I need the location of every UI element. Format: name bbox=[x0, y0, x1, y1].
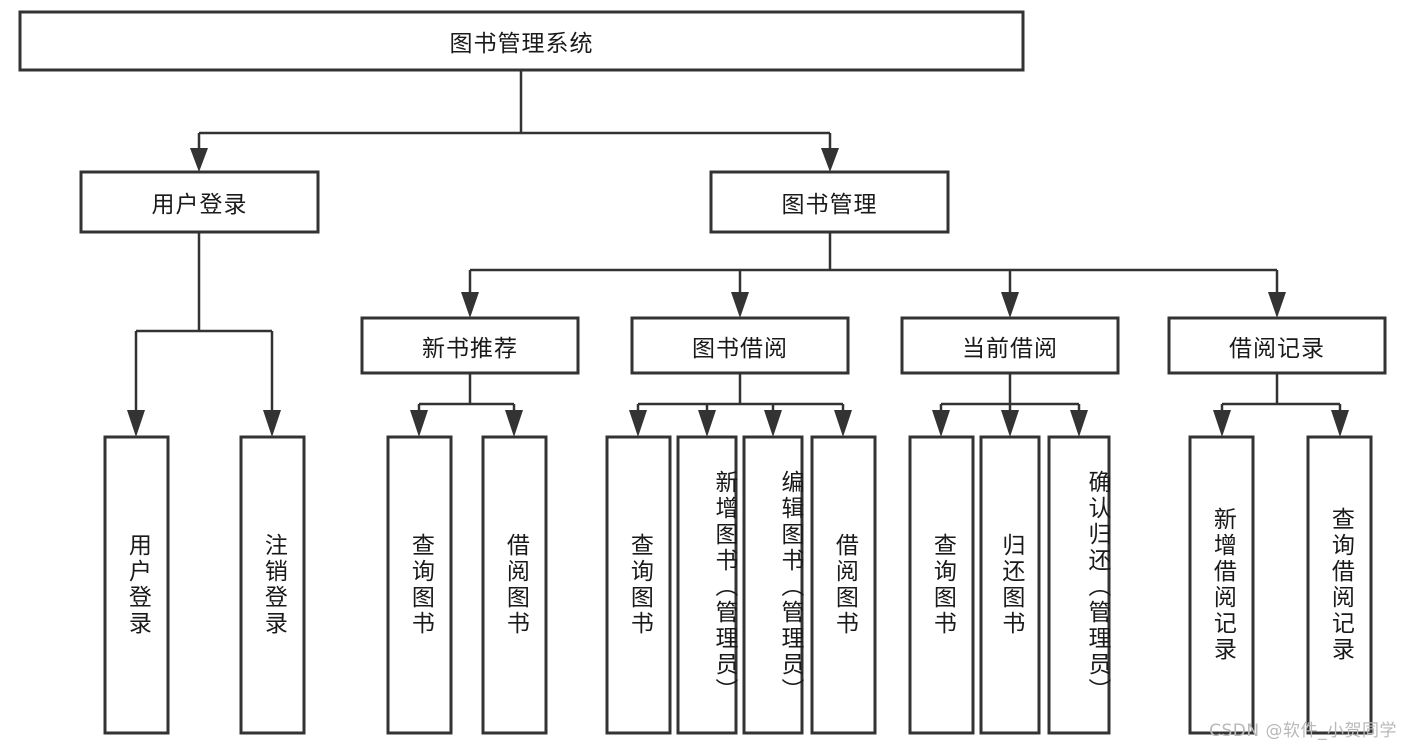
node-leaf-user-login[interactable] bbox=[103, 435, 170, 735]
arrow-to-leaf-query-record bbox=[1331, 410, 1349, 437]
node-user-login[interactable] bbox=[79, 170, 320, 234]
arrow-to-current-borrow bbox=[1001, 292, 1019, 318]
node-current-borrow[interactable] bbox=[900, 316, 1120, 375]
arrow-to-leaf-query-book-3 bbox=[932, 410, 950, 437]
node-leaf-logout-login[interactable] bbox=[239, 435, 306, 735]
node-leaf-query-book-1[interactable] bbox=[386, 435, 453, 735]
connector-userlogin-to-leaves bbox=[134, 232, 274, 418]
arrow-to-leaf-borrow-book-2 bbox=[834, 410, 852, 437]
node-leaf-query-book-2[interactable] bbox=[605, 435, 672, 735]
node-borrow-record[interactable] bbox=[1167, 316, 1387, 375]
connector-root-to-level2 bbox=[197, 70, 832, 155]
arrow-to-leaf-query-book-2 bbox=[629, 410, 647, 437]
arrow-to-leaf-query-book-1 bbox=[410, 410, 428, 437]
arrow-to-leaf-add-record bbox=[1213, 410, 1231, 437]
node-leaf-add-record[interactable] bbox=[1188, 435, 1255, 735]
node-leaf-query-book-3[interactable] bbox=[908, 435, 975, 735]
node-leaf-borrow-book-1[interactable] bbox=[481, 435, 548, 735]
node-book-management[interactable] bbox=[709, 170, 950, 234]
arrow-to-new-book-recommend bbox=[461, 292, 479, 318]
connector-newbook-to-leaves bbox=[417, 373, 516, 418]
arrow-to-borrow-record bbox=[1268, 292, 1286, 318]
arrow-to-leaf-user-login bbox=[127, 410, 145, 437]
arrow-to-leaf-logout-login bbox=[263, 410, 281, 437]
node-leaf-borrow-book-2[interactable] bbox=[810, 435, 877, 735]
arrow-to-leaf-return-book bbox=[1001, 410, 1019, 437]
arrow-to-book-borrow bbox=[731, 292, 749, 318]
connector-borrowrecord-to-leaves bbox=[1220, 373, 1342, 418]
connector-bookborrow-to-leaves bbox=[636, 373, 845, 418]
node-leaf-query-record[interactable] bbox=[1306, 435, 1373, 735]
arrow-to-leaf-add-book bbox=[698, 410, 716, 437]
arrow-to-user-login bbox=[190, 148, 208, 172]
arrow-to-book-management bbox=[821, 148, 839, 172]
node-root[interactable] bbox=[18, 10, 1025, 72]
node-leaf-return-book[interactable] bbox=[979, 435, 1041, 735]
node-leaf-add-book[interactable] bbox=[676, 435, 738, 735]
arrow-to-leaf-edit-book bbox=[764, 410, 782, 437]
node-book-borrow[interactable] bbox=[630, 316, 850, 375]
arrow-to-leaf-borrow-book-1 bbox=[505, 410, 523, 437]
node-new-book-recommend[interactable] bbox=[360, 316, 580, 375]
nodes-layer bbox=[18, 10, 1387, 735]
arrow-to-leaf-confirm-return bbox=[1070, 410, 1088, 437]
node-leaf-edit-book[interactable] bbox=[742, 435, 804, 735]
connector-bookmanagement-to-level3 bbox=[468, 232, 1279, 300]
connectors-layer bbox=[127, 70, 1349, 437]
node-leaf-confirm-return[interactable] bbox=[1047, 435, 1111, 735]
